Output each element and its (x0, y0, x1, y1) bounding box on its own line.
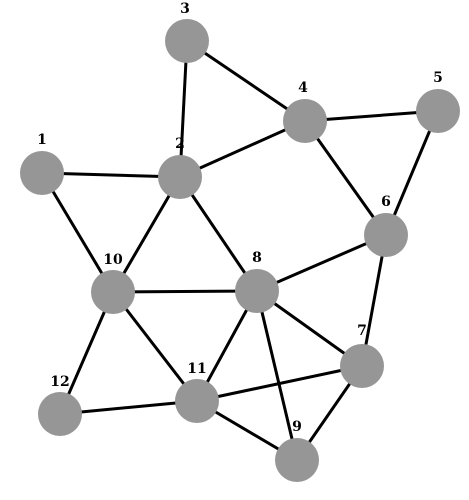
node-label-8: 8 (252, 250, 262, 266)
edge-10-12 (58, 290, 115, 416)
edge-2-3 (178, 39, 189, 179)
node-11 (175, 379, 219, 423)
edge-12-11 (58, 399, 199, 416)
node-label-1: 1 (37, 132, 47, 148)
edge-1-10 (40, 171, 115, 294)
node-8 (235, 269, 279, 313)
node-10 (91, 270, 135, 314)
edge-2-10 (111, 175, 182, 294)
edge-3-4 (185, 39, 307, 123)
edge-2-4 (178, 119, 307, 179)
node-12 (38, 392, 82, 436)
edge-10-11 (111, 290, 199, 403)
edge-11-7 (195, 364, 364, 403)
node-label-4: 4 (298, 80, 308, 96)
edge-8-10 (111, 289, 259, 294)
edge-8-9 (255, 289, 299, 462)
node-label-3: 3 (180, 1, 190, 17)
edge-4-6 (303, 119, 388, 237)
node-layer (20, 19, 460, 482)
node-label-7: 7 (357, 323, 367, 339)
node-2 (158, 155, 202, 199)
node-3 (165, 19, 209, 63)
node-5 (416, 89, 460, 133)
node-label-5: 5 (433, 70, 443, 86)
edge-5-6 (384, 109, 440, 237)
node-label-11: 11 (187, 361, 206, 377)
node-label-2: 2 (175, 136, 185, 152)
node-9 (275, 438, 319, 482)
node-6 (364, 213, 408, 257)
node-label-9: 9 (292, 419, 302, 435)
node-7 (340, 344, 384, 388)
edge-6-8 (255, 233, 388, 293)
edge-1-2 (40, 171, 182, 179)
node-label-6: 6 (381, 194, 391, 210)
edge-4-5 (303, 109, 440, 123)
edge-2-8 (178, 175, 259, 293)
node-label-12: 12 (50, 374, 69, 390)
edge-6-7 (360, 233, 388, 368)
node-label-10: 10 (103, 252, 123, 268)
node-1 (20, 151, 64, 195)
node-4 (283, 99, 327, 143)
